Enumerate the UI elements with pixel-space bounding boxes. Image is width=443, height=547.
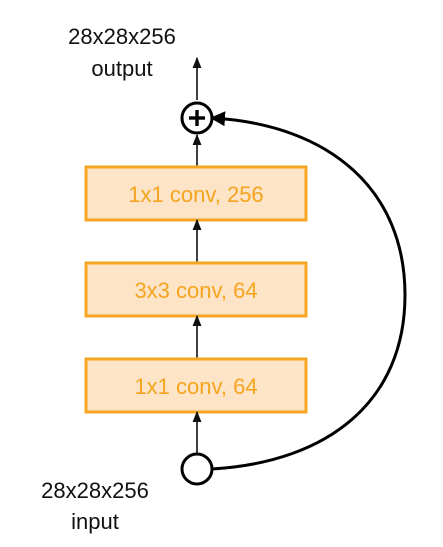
layer-label: 1x1 conv, 64 [134,374,257,399]
layer-box-1x1-conv-256: 1x1 conv, 256 [84,165,308,222]
layer-box-3x3-conv-64: 3x3 conv, 64 [84,261,308,318]
add-node [180,101,214,135]
output-dims-label: 28x28x256 [68,24,176,49]
layer-label: 3x3 conv, 64 [134,278,257,303]
layer-label: 1x1 conv, 256 [128,182,263,207]
shortcut-connection-arrow [210,111,407,471]
input-node [180,452,214,486]
input-label: input [71,509,119,534]
output-label: output [91,56,152,81]
layer-box-1x1-conv-64: 1x1 conv, 64 [84,357,308,414]
input-dims-label: 28x28x256 [41,478,149,503]
